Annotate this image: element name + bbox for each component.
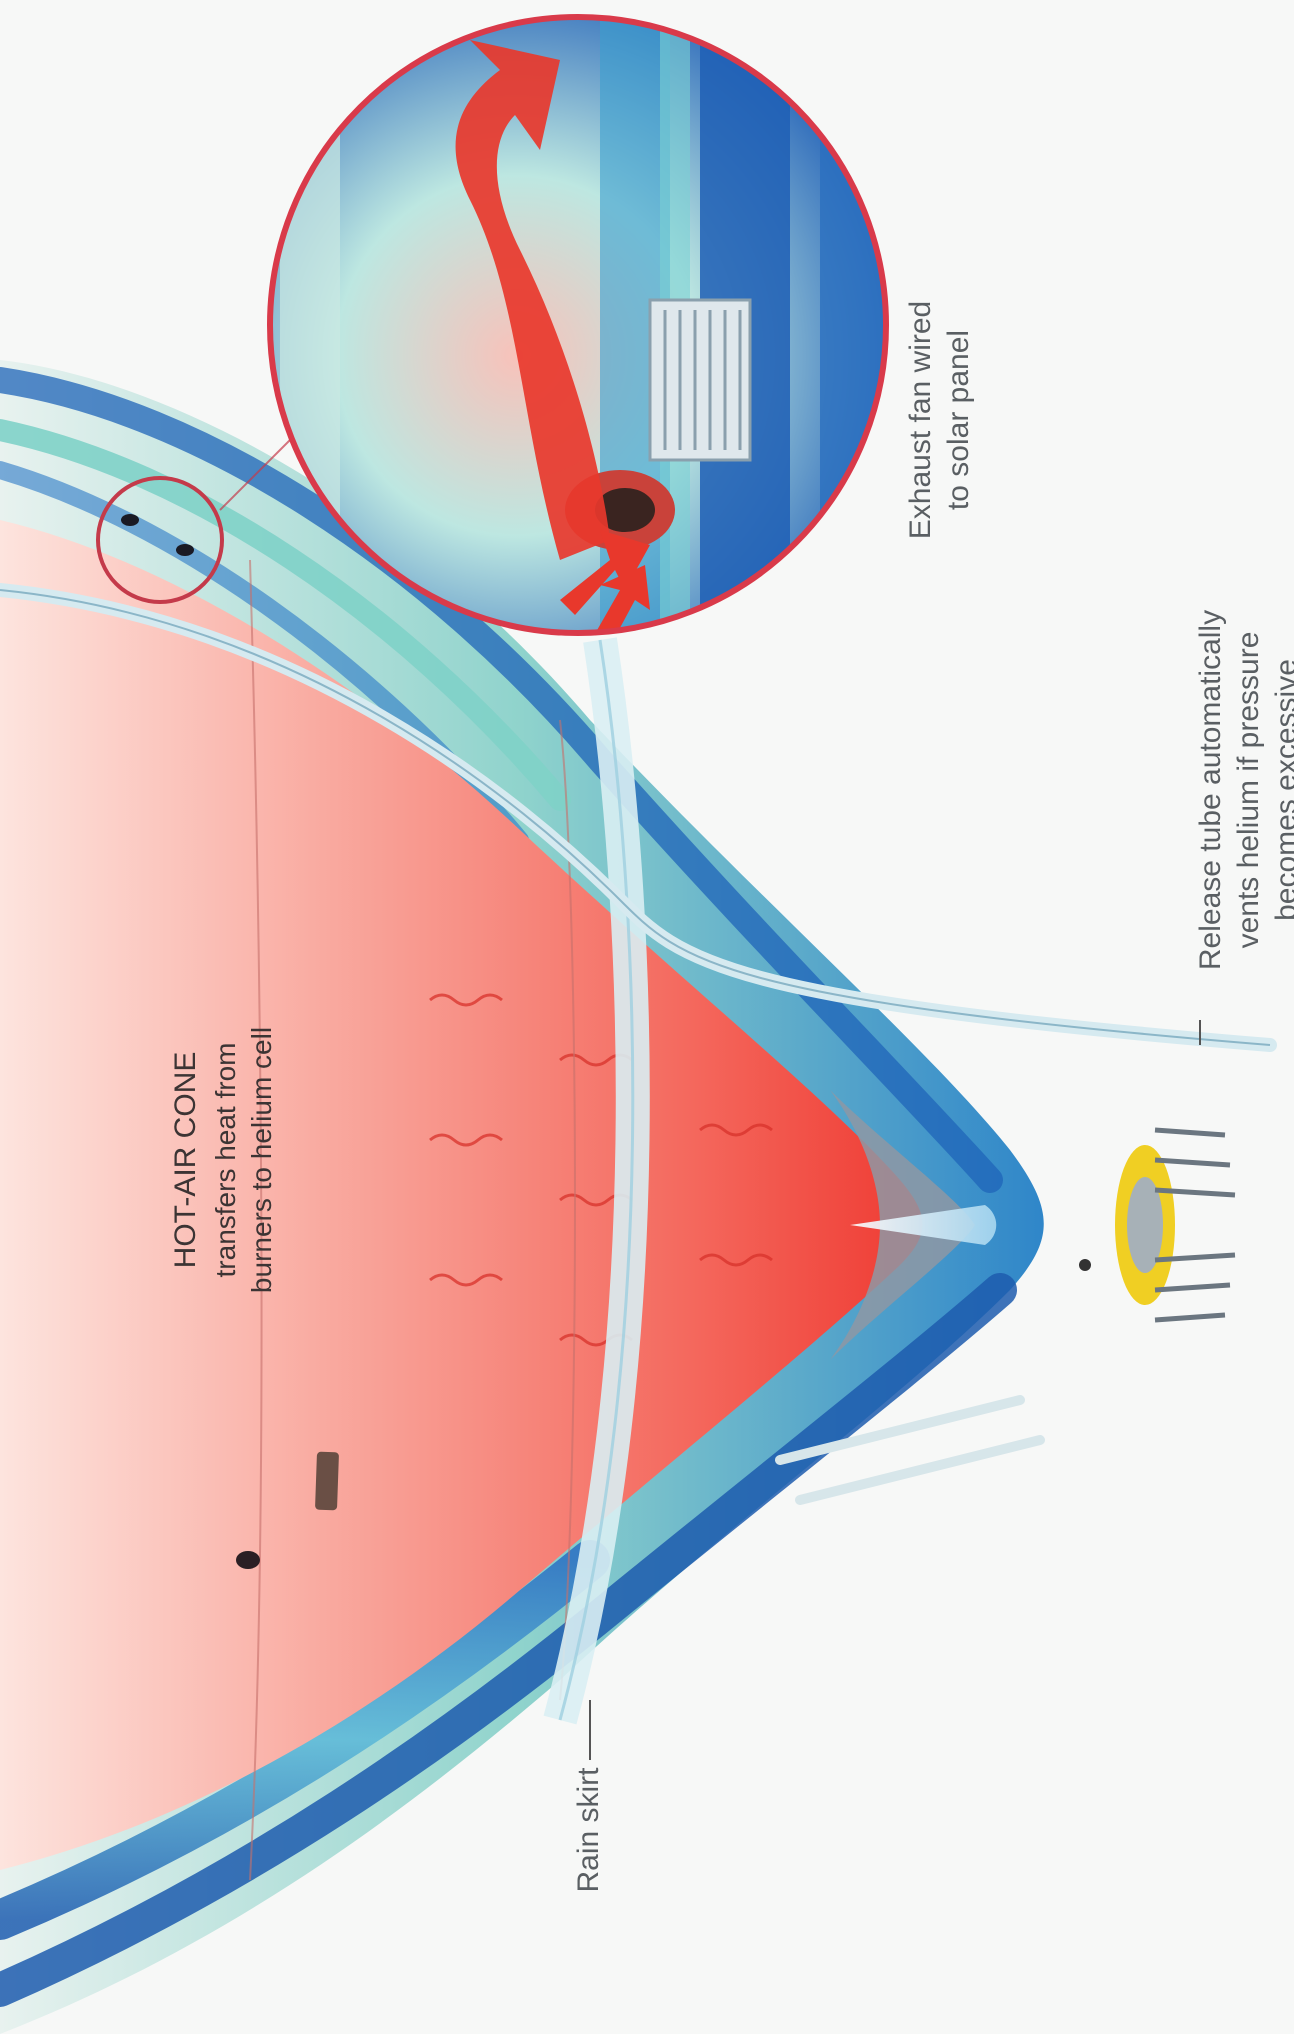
exhaust-fan-icon [650, 300, 750, 460]
release-tube-desc-2: vents helium if pressure [1232, 632, 1265, 949]
release-tube-desc-3: becomes excessive [1270, 659, 1294, 921]
release-tube-desc-1: Release tube automatically [1194, 610, 1227, 970]
hot-air-cone-desc-1: transfers heat from [210, 1043, 241, 1278]
label-hot-air-cone: HOT-AIR CONE transfers heat from burners… [169, 1027, 277, 1293]
burner-icon [1079, 1130, 1235, 1320]
hot-air-cone-desc-2: burners to helium cell [246, 1027, 277, 1293]
exhaust-fan-desc-2: to solar panel [942, 330, 975, 510]
label-exhaust-fan: Exhaust fan wired to solar panel [904, 301, 975, 539]
hot-air-cone-title: HOT-AIR CONE [169, 1052, 202, 1269]
label-release-tube: Release tube automatically vents helium … [1194, 610, 1294, 970]
exhaust-fan-desc-1: Exhaust fan wired [904, 301, 937, 539]
label-rain-skirt: Rain skirt [572, 1767, 605, 1893]
rain-skirt-label: Rain skirt [572, 1767, 605, 1893]
